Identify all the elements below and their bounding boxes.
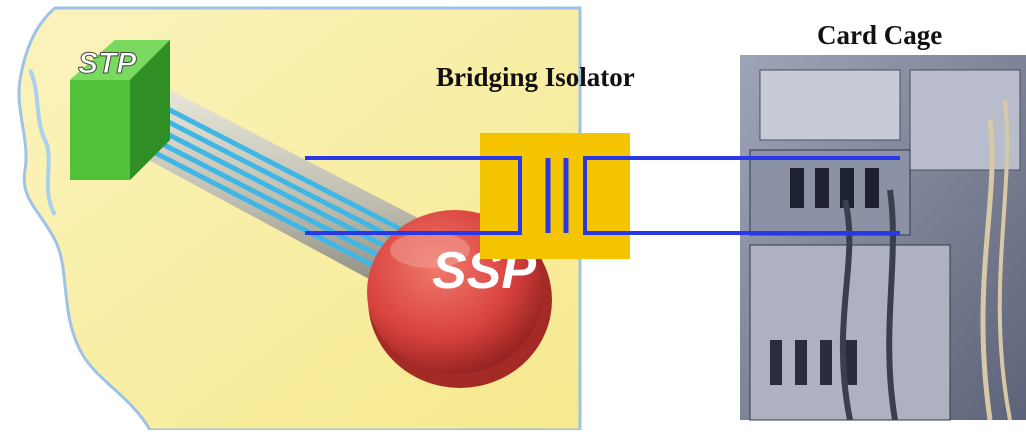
signal-lines: [305, 156, 900, 235]
stp-cube-icon: STP: [70, 40, 170, 180]
stp-label: STP: [78, 47, 137, 80]
bridging-isolator-icon: [480, 133, 630, 259]
blue-outline: [28, 69, 57, 217]
right-link-loop: [583, 156, 900, 235]
left-link-loop: [305, 156, 522, 235]
card-cage-photo: [735, 55, 1026, 421]
bridging-isolator-label: Bridging Isolator: [436, 62, 635, 92]
card-cage-label: Card Cage: [817, 20, 943, 50]
